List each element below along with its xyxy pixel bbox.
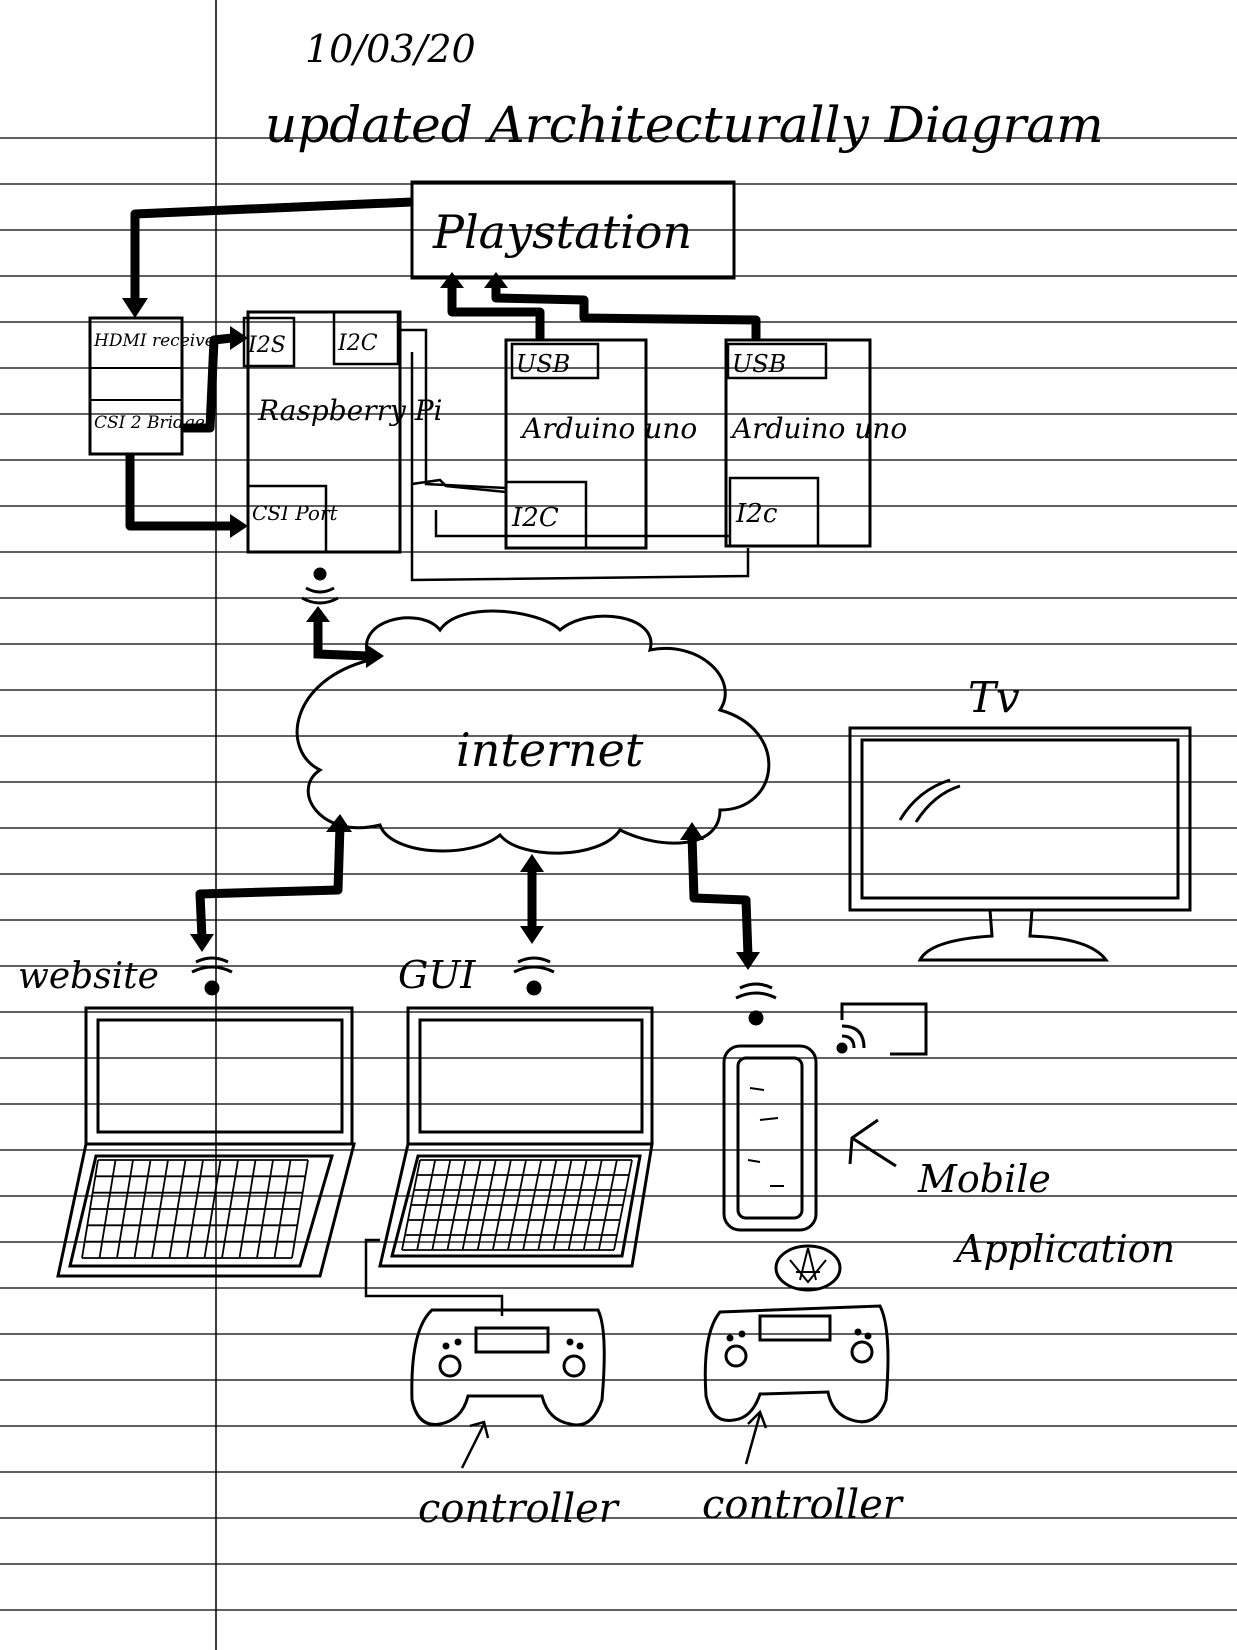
website-wifi-icon <box>191 956 233 996</box>
ruled-lines <box>0 137 1237 1611</box>
ps-button-icon <box>774 1244 842 1292</box>
controller-2-label: controller <box>702 1482 905 1528</box>
arrow-heads-top <box>122 272 508 538</box>
date-label: 10/03/20 <box>305 27 476 71</box>
i2c-a2-label: I2c <box>735 499 778 529</box>
ps-to-hdmi-line <box>130 197 413 300</box>
arduino-2-label: Arduino uno <box>729 412 907 445</box>
internet-label: internet <box>456 723 644 777</box>
usb1-to-ps-line <box>447 286 545 340</box>
cloud-icon <box>295 609 771 855</box>
tv-icon: Tv <box>848 673 1192 962</box>
gui-label: GUI <box>398 953 476 997</box>
arduino-2-box: USB Arduino uno I2c <box>724 338 907 548</box>
application-label: Application <box>953 1227 1175 1271</box>
page-title: updated Architecturally Diagram <box>265 96 1104 154</box>
csi-bridge-label: CSI 2 Bridge <box>94 413 205 433</box>
arduino-1-label: Arduino uno <box>519 412 697 445</box>
bridge-to-csi-line <box>125 454 232 531</box>
i2c-a1-label: I2C <box>511 503 559 533</box>
usb-1-label: USB <box>516 350 570 378</box>
mobile-pointer-arrow <box>848 1118 897 1168</box>
hdmi-csi-bridge-box: HDMI receive CSI 2 Bridge <box>88 316 215 456</box>
playstation-box: Playstation <box>410 180 736 280</box>
cast-icon <box>836 1002 928 1056</box>
csi-port-label: CSI Port <box>252 501 339 525</box>
gui-laptop-icon <box>364 1006 654 1316</box>
controller-1-label: controller <box>418 1486 621 1532</box>
mobile-label: Mobile <box>917 1157 1051 1201</box>
i2c-bus-lines <box>398 328 750 582</box>
tv-label: Tv <box>968 673 1020 722</box>
website-label: website <box>18 956 159 997</box>
i2s-label: I2S <box>247 333 286 358</box>
website-laptop-icon <box>56 1006 356 1278</box>
pi-wifi-icon <box>301 567 339 605</box>
mobile-wifi-icon <box>735 982 777 1026</box>
gamepad-icon-1 <box>410 1308 606 1469</box>
playstation-label: Playstation <box>432 205 692 259</box>
arduino-1-box: USB Arduino uno I2C <box>504 338 697 550</box>
hdmi-receiver-label: HDMI receive <box>93 331 215 351</box>
device-links <box>195 825 753 957</box>
i2c-pi-label: I2C <box>337 331 378 356</box>
gamepad-icon-2 <box>703 1304 890 1465</box>
thick-connectors <box>125 197 761 531</box>
bridge-to-i2s-line <box>182 333 233 433</box>
phone-icon <box>722 1044 818 1232</box>
device-arrow-heads <box>190 814 760 970</box>
gui-wifi-icon <box>513 956 555 996</box>
usb2-to-ps-line <box>491 286 761 340</box>
internet-cloud: internet <box>295 609 771 855</box>
raspberry-pi-label: Raspberry Pi <box>257 394 443 427</box>
usb-2-label: USB <box>732 350 786 378</box>
pi-internet-link <box>306 606 384 668</box>
